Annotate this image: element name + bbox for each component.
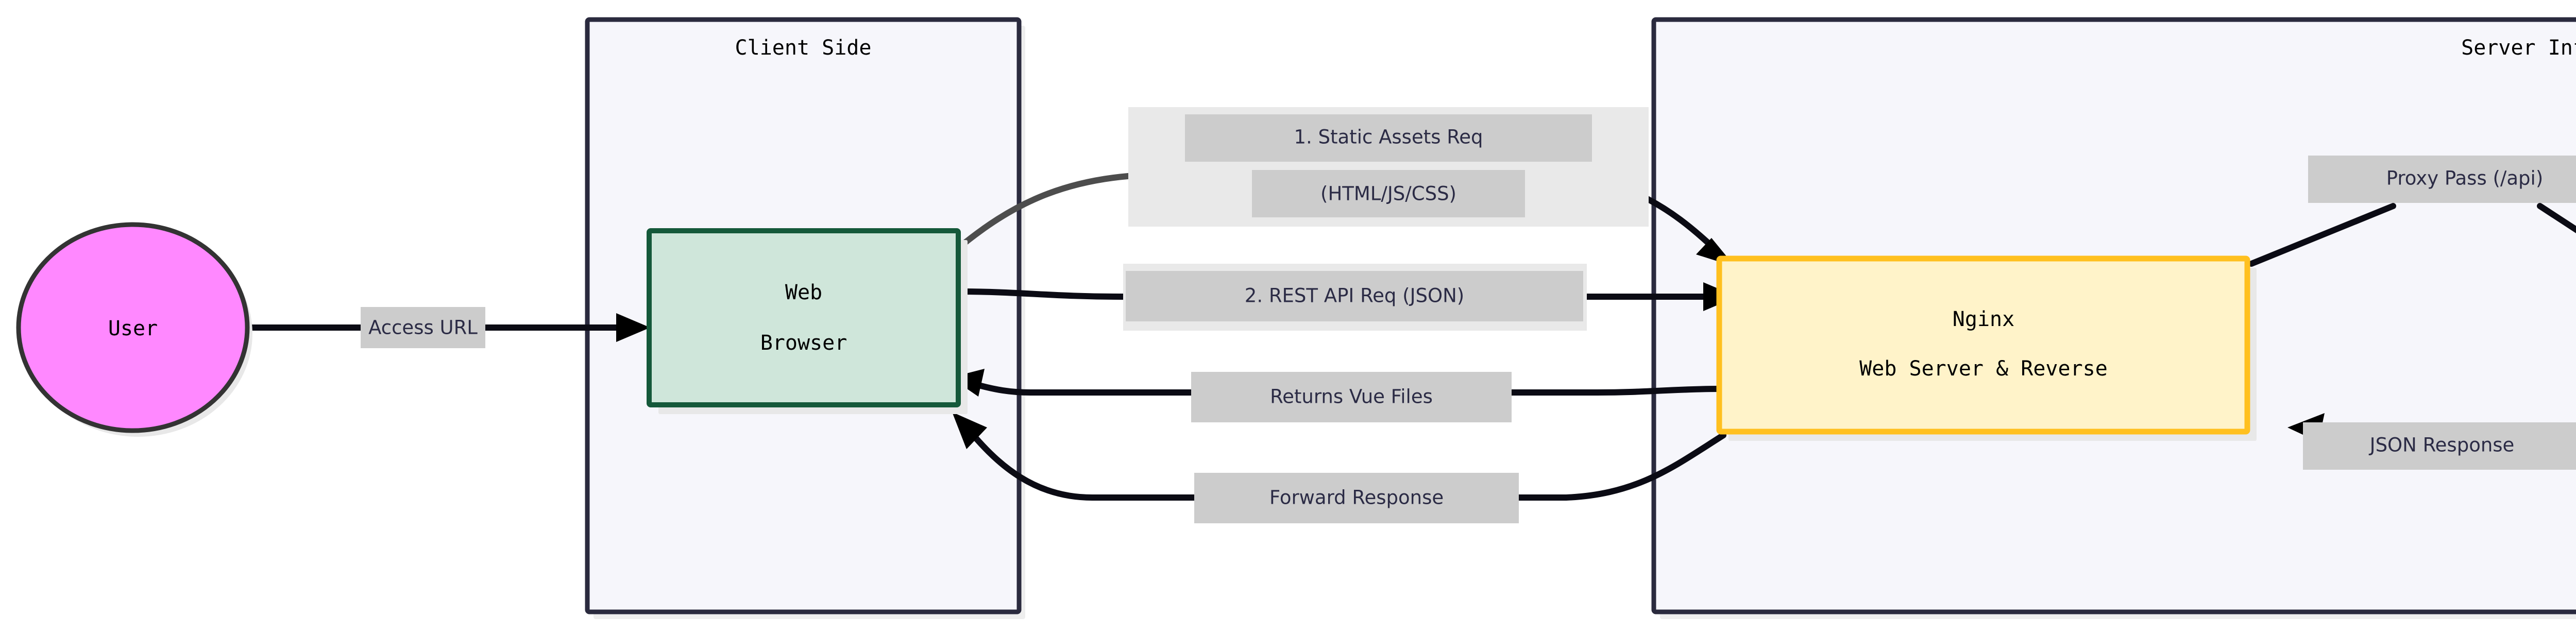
edge-nginx-to-spring[interactable] (2248, 203, 2576, 287)
edge-label-rest-api-text: 2. REST API Req (JSON) (1245, 285, 1464, 307)
edge-browser-to-nginx-rest-path (956, 288, 1714, 300)
edge-label-static-assets-chip1 (1185, 114, 1592, 162)
edge-label-access-url-text: Access URL (368, 317, 478, 339)
edge-label-static-assets[interactable]: 1. Static Assets Req (HTML/JS/CSS) (1128, 107, 1649, 227)
edge-label-json-response[interactable]: JSON Response (2303, 422, 2576, 470)
edge-label-proxy-pass[interactable]: Proxy Pass (/api) (2308, 156, 2576, 203)
edge-nginx-to-spring-path-a (2248, 203, 2396, 267)
node-user[interactable]: User (16, 222, 252, 437)
cluster-server-title: Server Infrastructure (2461, 36, 2576, 60)
edge-label-returns-vue-files[interactable]: Returns Vue Files (1191, 372, 1512, 422)
node-nginx[interactable]: Nginx Web Server & Reverse (1716, 255, 2257, 441)
edge-label-json-response-bg (2303, 422, 2576, 470)
edge-label-forward-response-text: Forward Response (1269, 487, 1444, 509)
node-nginx-label-line1: Nginx (1953, 307, 2014, 331)
node-web-browser[interactable]: Web Browser (647, 228, 968, 414)
cluster-client-title: Client Side (735, 36, 872, 60)
edge-label-json-response-text: JSON Response (2369, 434, 2515, 456)
node-web-browser-shape (647, 228, 961, 407)
node-user-shape (16, 222, 250, 433)
edge-label-access-url[interactable]: Access URL (361, 307, 485, 348)
edge-nginx-to-browser-forward-arrowhead (952, 412, 987, 449)
edge-label-rest-api-chip (1126, 271, 1583, 321)
node-web-browser-label-line2: Browser (760, 331, 848, 355)
edge-label-static-assets-line1: 1. Static Assets Req (1294, 126, 1483, 148)
edge-user-to-browser-arrowhead (616, 313, 650, 342)
node-nginx-label-line2: Web Server & Reverse (1859, 357, 2108, 381)
edge-label-forward-response[interactable]: Forward Response (1194, 473, 1519, 523)
edge-label-returns-vue-files-bg (1191, 372, 1512, 422)
edge-label-rest-api[interactable]: 2. REST API Req (JSON) (1123, 264, 1587, 331)
node-user-label: User (108, 317, 158, 340)
edge-nginx-to-browser-vue-path (976, 382, 1722, 396)
edge-label-static-assets-chip2 (1252, 170, 1525, 217)
edge-label-access-url-bg (361, 307, 485, 348)
edge-label-proxy-pass-bg (2308, 156, 2576, 203)
node-nginx-shape (1716, 255, 2250, 435)
edge-nginx-to-spring-path-b (2537, 203, 2576, 233)
edge-label-forward-response-bg (1194, 473, 1519, 523)
node-web-browser-label-line1: Web (785, 281, 822, 304)
edge-nginx-to-browser-forward[interactable] (952, 412, 1726, 501)
edge-label-returns-vue-files-text: Returns Vue Files (1270, 386, 1433, 408)
edge-label-static-assets-line2: (HTML/JS/CSS) (1320, 183, 1456, 205)
edge-browser-to-nginx-static-path-a (956, 172, 1544, 250)
edge-label-proxy-pass-text: Proxy Pass (/api) (2386, 167, 2544, 190)
edge-nginx-to-browser-forward-path (968, 430, 1726, 501)
